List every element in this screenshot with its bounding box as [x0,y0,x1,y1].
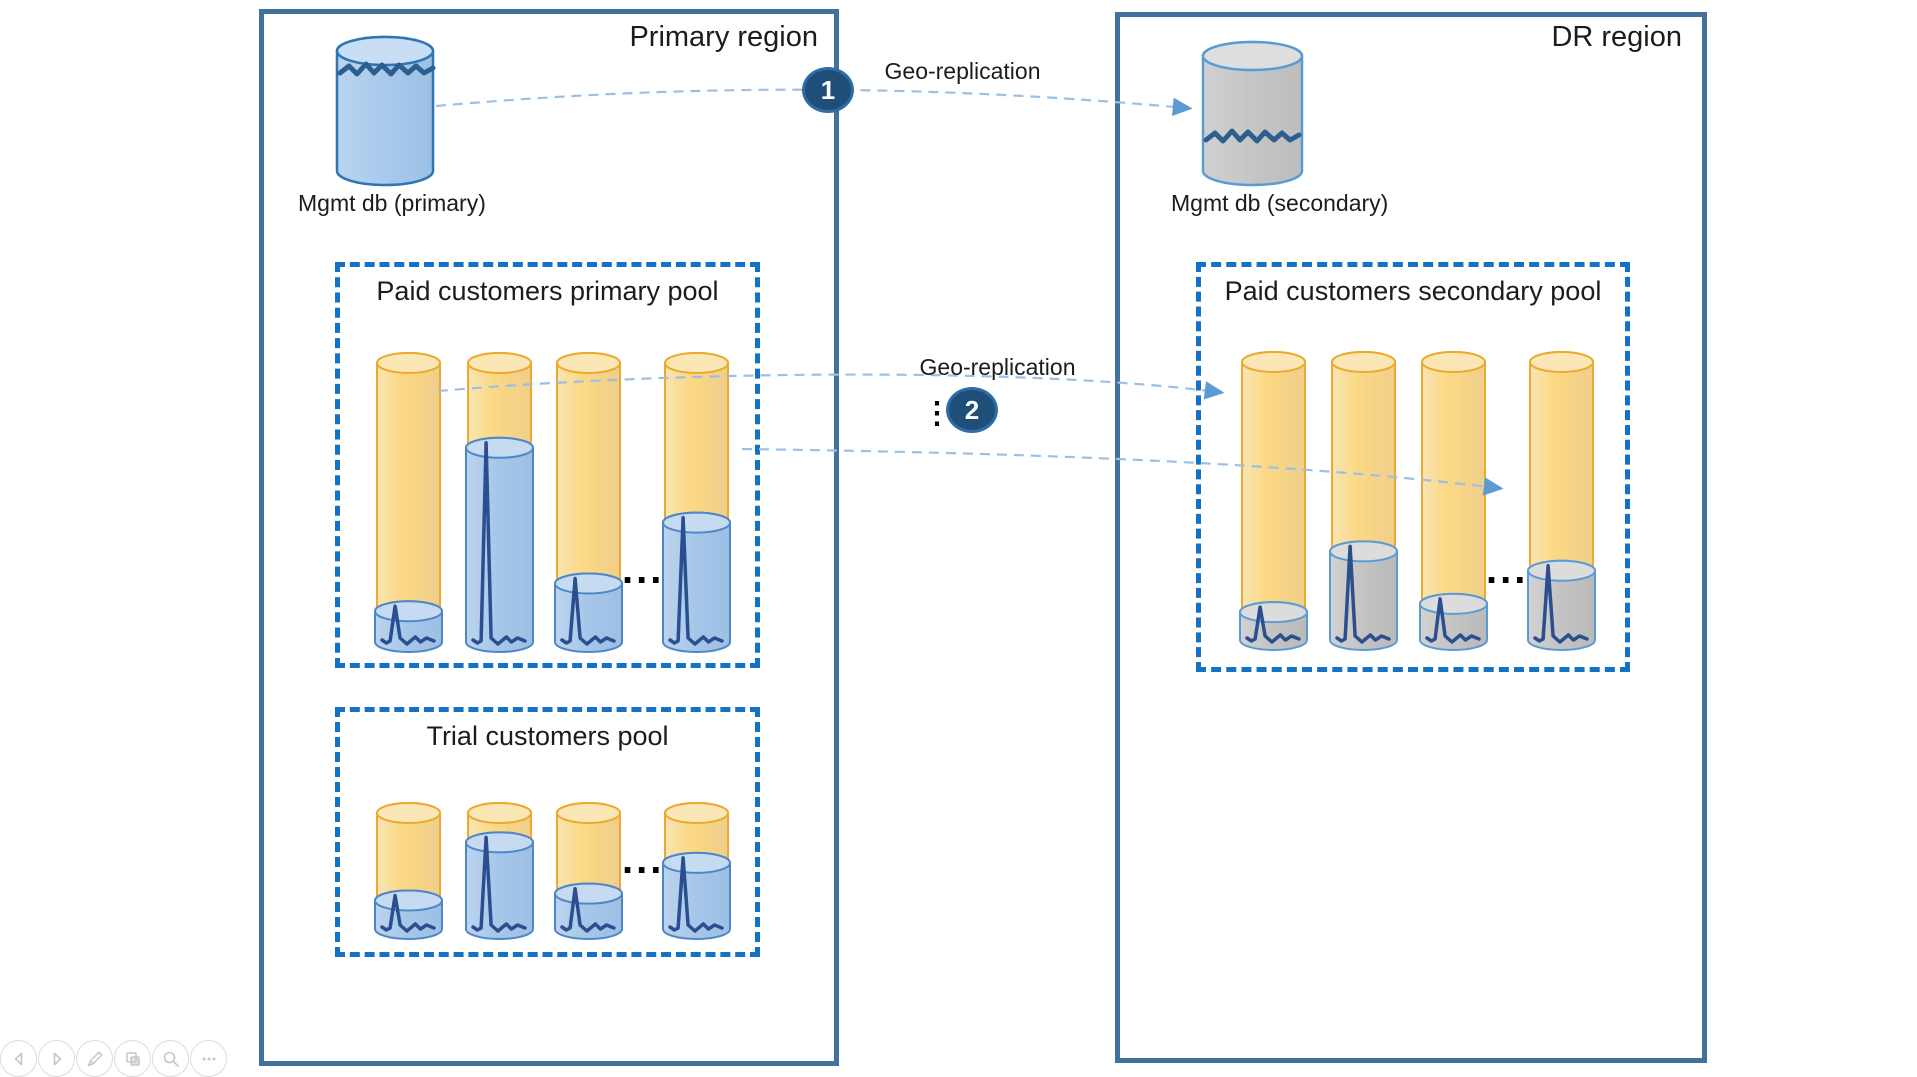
step-2-badge: 2 [946,387,998,433]
dr-region-box [1115,12,1707,1063]
paid-customers-primary-pool: Paid customers primary pool [335,262,760,668]
mgmt-db-primary-label: Mgmt db (primary) [298,190,486,216]
dr-region-title: DR region [1551,21,1682,53]
primary-region-box [259,9,839,1066]
paid-primary-pool-ellipsis: ... [622,548,665,592]
slides-icon [125,1051,140,1066]
magnifier-icon [163,1051,179,1067]
next-slide-button[interactable] [38,1040,75,1077]
paid-secondary-pool-ellipsis: ... [1486,548,1529,592]
trial-customers-pool: Trial customers pool [335,707,760,957]
geo-replication-label-2: Geo-replication [919,354,1076,380]
triangle-right-icon [53,1052,61,1065]
step-1-badge: 1 [802,67,854,113]
ellipsis-icon [202,1057,215,1060]
pen-icon [87,1050,103,1066]
presentation-toolbar [0,1040,227,1077]
trial-pool-ellipsis: ... [622,838,665,882]
paid-secondary-pool-title: Paid customers secondary pool [1224,276,1602,306]
zoom-button[interactable] [152,1040,189,1077]
more-options-button[interactable] [190,1040,227,1077]
paid-customers-secondary-pool: Paid customers secondary pool [1196,262,1630,672]
primary-region-title: Primary region [629,21,818,53]
pen-button[interactable] [76,1040,113,1077]
slides-button[interactable] [114,1040,151,1077]
paid-primary-pool-title: Paid customers primary pool [376,276,719,306]
mgmt-db-secondary-label: Mgmt db (secondary) [1171,190,1389,216]
geo-replication-label-1: Geo-replication [884,58,1041,84]
trial-pool-title: Trial customers pool [426,721,669,751]
triangle-left-icon [14,1052,22,1065]
previous-slide-button[interactable] [0,1040,37,1077]
